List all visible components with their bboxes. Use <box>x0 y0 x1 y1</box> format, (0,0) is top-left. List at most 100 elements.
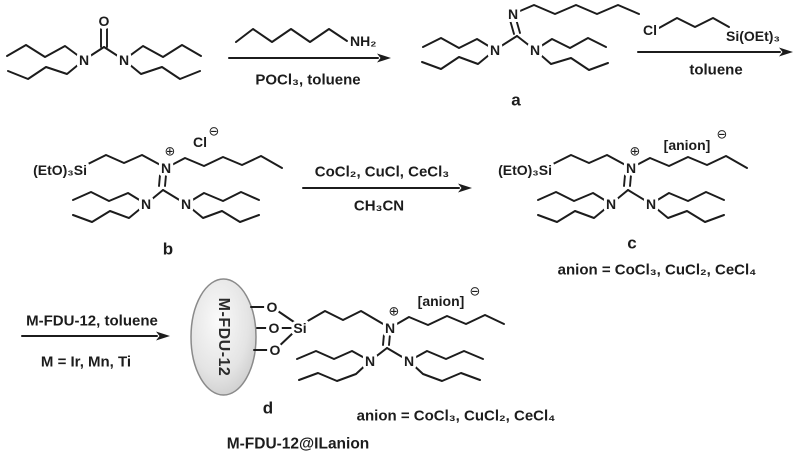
nitrogen-atom-label: N <box>141 196 151 212</box>
bond <box>253 331 295 351</box>
reaction-solvent: CH₃CN <box>354 198 404 215</box>
silicon-atom-label: Si <box>293 320 306 336</box>
plus-charge-icon: ⊕ <box>165 145 176 160</box>
butyl-chain <box>534 37 607 51</box>
hexyl-chain <box>165 155 283 169</box>
bond <box>516 35 536 51</box>
plus-charge-icon: ⊕ <box>389 305 400 320</box>
metal-definition: M = Ir, Mn, Ti <box>41 354 131 371</box>
double-bond <box>388 333 391 346</box>
structure-compound-b: (EtO)₃Si N ⊕ Cl ⊖ N N b <box>30 125 283 259</box>
product-name: M-FDU-12@ILanion <box>227 436 370 453</box>
compound-d-label: d <box>263 399 273 418</box>
butyl-chain <box>123 59 201 80</box>
bond <box>494 35 518 51</box>
butyl-chain <box>6 44 85 61</box>
oxygen-atom-label: O <box>267 299 278 315</box>
butyl-chain <box>421 49 496 70</box>
bond <box>145 189 164 205</box>
nitrogen-atom-label: N <box>530 42 540 58</box>
butyl-chain <box>408 360 481 382</box>
nitrogen-atom-label: N <box>181 196 191 212</box>
bond <box>610 189 629 205</box>
anion-counterion-label: [anion] <box>418 293 465 309</box>
support-label: M-FDU-12 <box>215 298 232 377</box>
triethoxysilyl-group-label: (EtO)₃Si <box>498 162 552 178</box>
butyl-chain <box>296 350 371 362</box>
butyl-chain <box>72 203 147 223</box>
butyl-chain <box>650 203 725 223</box>
nitrogen-atom-label: N <box>79 52 89 68</box>
nitrogen-atom-label: N <box>606 196 616 212</box>
butyl-chain <box>537 203 612 223</box>
structure-compound-a: N N N a <box>421 3 640 110</box>
double-bond <box>629 174 632 187</box>
minus-charge-icon: ⊖ <box>717 128 728 143</box>
nitrogen-atom-label: N <box>646 196 656 212</box>
double-bond <box>623 174 626 187</box>
arrow-head <box>377 53 391 63</box>
butyl-chain <box>298 360 371 382</box>
double-bond <box>158 174 161 187</box>
nitrogen-atom-label: N <box>404 353 414 369</box>
bond <box>103 46 125 61</box>
arrow-head <box>458 183 472 193</box>
compound-a-label: a <box>511 91 521 110</box>
butyl-chain <box>408 350 484 362</box>
plus-charge-icon: ⊕ <box>630 145 641 160</box>
step3-arrow: CoCl₂, CuCl, CeCl₃ CH₃CN <box>302 164 472 215</box>
butyl-chain <box>422 37 496 51</box>
butyl-chain <box>537 191 612 205</box>
butyl-chain <box>534 49 609 71</box>
chlorine-atom-label: Cl <box>643 22 657 38</box>
minus-charge-icon: ⊖ <box>470 285 481 300</box>
compound-b-label: b <box>163 240 173 259</box>
reaction-conditions: toluene <box>689 62 742 79</box>
step1-arrow: POCl₃, toluene <box>228 53 391 89</box>
step1-reagent-hexylamine: NH₂ <box>235 28 379 52</box>
nitrogen-atom-label: N <box>490 42 500 58</box>
silane-group-label: Si(OEt)₃ <box>726 28 780 44</box>
butyl-chain <box>185 203 260 223</box>
butyl-chain <box>650 191 725 205</box>
nitrogen-cation-label: N <box>385 320 395 336</box>
anion-counterion-label: [anion] <box>664 137 711 153</box>
nitrogen-cation-label: N <box>161 160 171 176</box>
propyl-chain <box>87 154 167 169</box>
hexyl-chain <box>389 314 505 329</box>
bond <box>162 189 187 205</box>
arrow-head <box>156 331 170 341</box>
support-ellipse <box>190 278 257 396</box>
oxygen-atom-label: O <box>269 320 280 336</box>
minus-charge-icon: ⊖ <box>209 125 220 140</box>
hexyl-chain <box>630 155 748 169</box>
oxygen-atom-label: O <box>270 342 281 358</box>
double-bond <box>164 174 167 187</box>
nitrogen-atom-label: N <box>365 353 375 369</box>
amine-group-label: NH₂ <box>350 33 376 49</box>
anion-definition: anion = CoCl₃, CuCl₂, CeCl₄ <box>357 408 556 425</box>
double-bond <box>382 333 385 346</box>
reaction-conditions: POCl₃, toluene <box>255 72 360 89</box>
compound-c-label: c <box>627 234 636 253</box>
hexyl-chain <box>235 28 348 43</box>
double-bond <box>509 19 515 35</box>
structure-compound-c: (EtO)₃Si N ⊕ [anion] ⊖ N N c anion = CoC… <box>495 128 757 279</box>
propyl-chain <box>552 154 632 169</box>
nitrogen-atom-label: N <box>119 52 129 68</box>
propyl-chain <box>658 17 730 29</box>
anion-definition: anion = CoCl₃, CuCl₂, CeCl₄ <box>558 262 757 279</box>
nitrogen-atom-label: N <box>508 6 518 22</box>
step2-arrow: toluene <box>637 47 793 79</box>
butyl-chain <box>123 44 202 61</box>
bond <box>83 46 105 61</box>
butyl-chain <box>7 59 85 80</box>
bond <box>386 347 410 362</box>
butyl-chain <box>72 191 147 205</box>
bond <box>369 347 388 362</box>
reaction-conditions: M-FDU-12, toluene <box>26 313 158 330</box>
step4-arrow: M-FDU-12, toluene M = Ir, Mn, Ti <box>21 313 170 371</box>
reaction-reagents: CoCl₂, CuCl, CeCl₃ <box>315 164 450 181</box>
bond <box>250 306 295 323</box>
